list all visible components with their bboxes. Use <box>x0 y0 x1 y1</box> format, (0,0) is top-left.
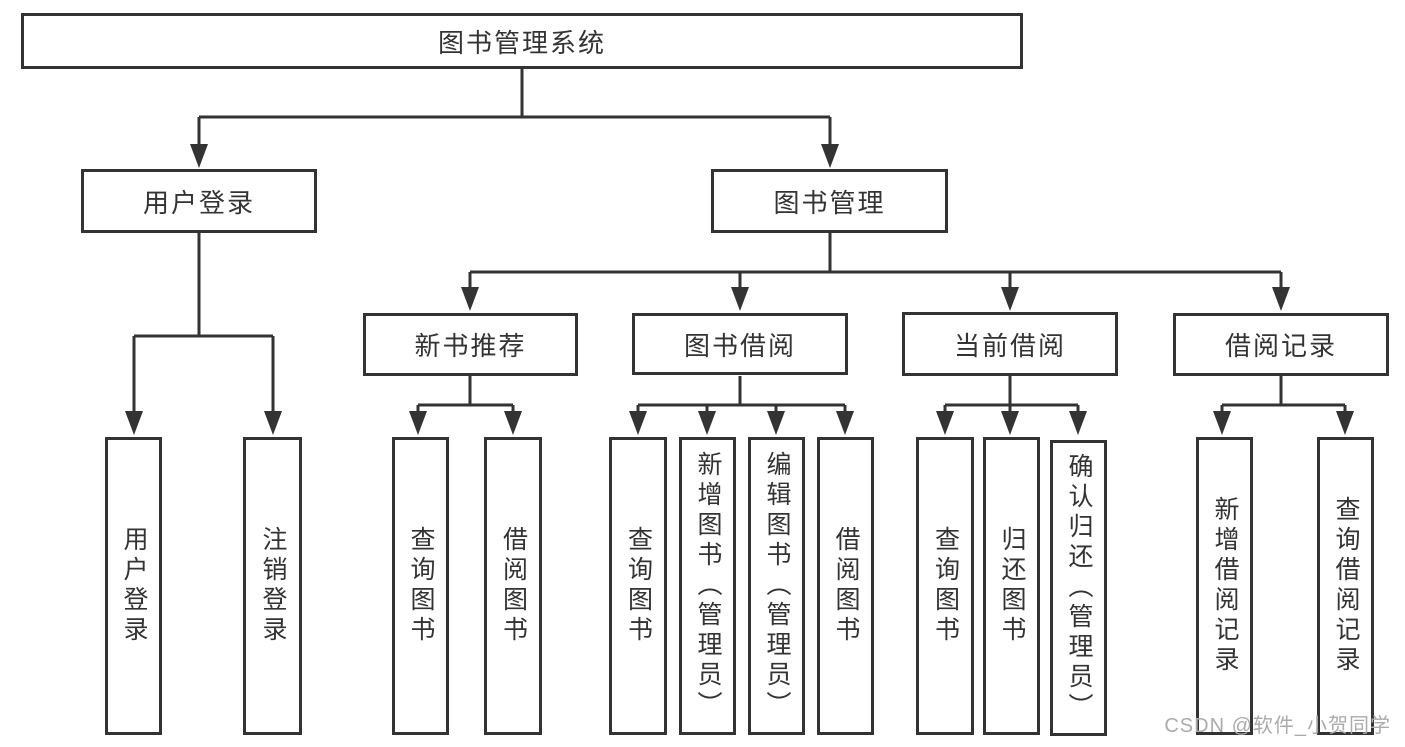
leaf-rec-borrow-book: 借阅图书 <box>484 437 542 735</box>
arrowhead <box>409 411 427 435</box>
arrowhead <box>1213 411 1231 435</box>
leaf-cur-confirm-return-admin: 确认归还（管理员） <box>1050 440 1107 736</box>
arrowhead <box>936 411 954 435</box>
arrowhead <box>1272 287 1290 311</box>
arrowhead <box>1069 411 1087 435</box>
leaf-add-borrow-record: 新增借阅记录 <box>1196 437 1253 735</box>
node-book-management: 图书管理 <box>711 169 948 233</box>
connector-borrow-record-children <box>1213 376 1354 435</box>
leaf-cur-return-book: 归还图书 <box>983 437 1040 735</box>
connector-new-book-children <box>409 376 522 435</box>
arrowhead <box>504 411 522 435</box>
arrowhead <box>1001 287 1019 311</box>
csdn-watermark: CSDN @软件_小贺同学 <box>1164 715 1391 737</box>
leaf-query-borrow-record: 查询借阅记录 <box>1317 437 1374 735</box>
arrowhead <box>731 287 749 311</box>
arrowhead <box>767 411 785 435</box>
connector-user-login-children <box>125 233 282 435</box>
arrowhead <box>629 411 647 435</box>
leaf-bor-edit-book-admin: 编辑图书（管理员） <box>748 437 805 735</box>
arrowhead <box>821 144 839 168</box>
arrowhead <box>1001 411 1019 435</box>
leaf-bor-borrow-book: 借阅图书 <box>817 437 874 735</box>
leaf-cur-query-book: 查询图书 <box>916 437 974 735</box>
arrowhead <box>264 411 282 435</box>
node-root-library-system: 图书管理系统 <box>21 13 1023 69</box>
leaf-rec-query-book: 查询图书 <box>392 437 449 735</box>
node-new-book-recommend: 新书推荐 <box>363 313 578 376</box>
leaf-bor-add-book-admin: 新增图书（管理员） <box>679 437 736 735</box>
connector-current-borrow-children <box>936 376 1087 435</box>
leaf-logout-login: 注销登录 <box>243 437 302 735</box>
arrowhead <box>125 411 143 435</box>
leaf-bor-query-book: 查询图书 <box>609 437 667 735</box>
node-borrow-records: 借阅记录 <box>1173 313 1389 376</box>
node-user-login: 用户登录 <box>81 169 317 233</box>
arrowhead <box>698 411 716 435</box>
leaf-user-login: 用户登录 <box>105 437 162 735</box>
arrowhead <box>190 144 208 168</box>
node-current-borrow: 当前借阅 <box>902 312 1118 376</box>
node-book-borrow: 图书借阅 <box>632 313 848 375</box>
connector-book-borrow-children <box>629 376 854 435</box>
arrowhead <box>836 411 854 435</box>
connector-root-to-level2 <box>190 69 839 168</box>
connector-book-management-children <box>461 233 1290 311</box>
arrowhead <box>461 287 479 311</box>
arrowhead <box>1336 411 1354 435</box>
